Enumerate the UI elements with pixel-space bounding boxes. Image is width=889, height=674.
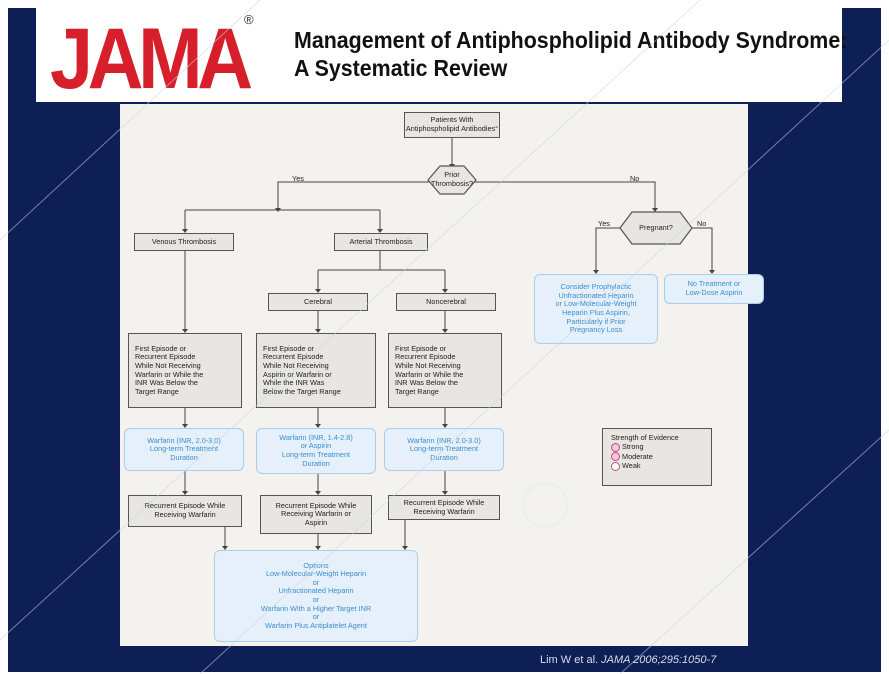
- edge-label-yes-pregnant: Yes: [598, 219, 610, 228]
- citation-authors: Lim W et al.: [540, 654, 599, 666]
- first-episode-noncerebral-node: First Episode or Recurrent Episode While…: [388, 333, 502, 408]
- strong-evidence-icon: [611, 442, 620, 452]
- weak-evidence-icon: [611, 461, 620, 471]
- arterial-thrombosis-node: Arterial Thrombosis: [334, 233, 428, 251]
- legend-label-weak: Weak: [622, 461, 641, 471]
- legend-item-strong: Strong: [611, 442, 711, 452]
- first-episode-venous-node: First Episode or Recurrent Episode While…: [128, 333, 242, 408]
- venous-thrombosis-node: Venous Thrombosis: [134, 233, 234, 251]
- legend-label-strong: Strong: [622, 442, 644, 451]
- options-recommendation: Options Low-Molecular-Weight Heparin or …: [214, 550, 418, 642]
- moderate-evidence-icon: [611, 452, 620, 462]
- legend-title: Strength of Evidence: [611, 433, 679, 442]
- recurrent-cerebral-node: Recurrent Episode While Receiving Warfar…: [260, 495, 372, 534]
- edge-label-yes-thrombosis: Yes: [292, 174, 304, 183]
- start-node: Patients With Antiphospholipid Antibodie…: [404, 112, 500, 138]
- edge-label-no-thrombosis: No: [630, 174, 640, 183]
- prophylactic-recommendation: Consider Prophylactic Unfractionated Hep…: [534, 274, 658, 344]
- citation: Lim W et al. JAMA 2006;295:1050-7: [540, 654, 716, 666]
- recurrent-noncerebral-node: Recurrent Episode While Receiving Warfar…: [388, 495, 500, 520]
- legend-item-weak: Weak: [611, 461, 711, 471]
- warfarin-aspirin-cerebral-recommendation: Warfarin (INR, 1.4-2.8) or Aspirin Long-…: [256, 428, 376, 474]
- first-episode-cerebral-node: First Episode or Recurrent Episode While…: [256, 333, 376, 408]
- noncerebral-node: Noncerebral: [396, 293, 496, 311]
- warfarin-venous-recommendation: Warfarin (INR, 2.0-3.0) Long-term Treatm…: [124, 428, 244, 471]
- edge-label-no-pregnant: No: [697, 219, 707, 228]
- pregnant-decision: Pregnant?: [639, 222, 673, 232]
- legend-label-moderate: Moderate: [622, 451, 653, 461]
- prior-thrombosis-decision: Prior Thrombosis?: [430, 170, 474, 188]
- strength-of-evidence-legend: Strength of Evidence Strong Moderate Wea…: [602, 428, 712, 486]
- warfarin-noncerebral-recommendation: Warfarin (INR, 2.0-3.0) Long-term Treatm…: [384, 428, 504, 471]
- citation-source: JAMA 2006;295:1050-7: [601, 654, 717, 666]
- cerebral-node: Cerebral: [268, 293, 368, 311]
- legend-item-moderate: Moderate: [611, 452, 711, 462]
- no-treatment-recommendation: No Treatment or Low-Dose Aspirin: [664, 274, 764, 304]
- recurrent-venous-node: Recurrent Episode While Receiving Warfar…: [128, 495, 242, 527]
